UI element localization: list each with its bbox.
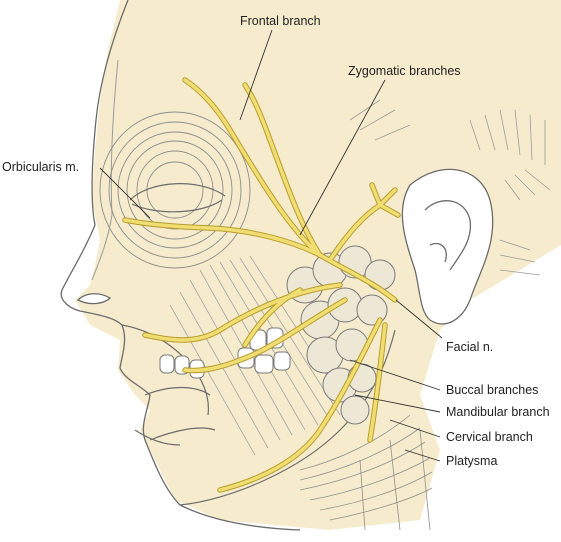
leader-buccal-branches	[349, 359, 441, 391]
label-cervical-branch: Cervical branch	[446, 430, 533, 444]
label-zygomatic-branches: Zygomatic branches	[348, 64, 461, 78]
nostril	[76, 293, 112, 305]
scalp-lines	[349, 99, 551, 276]
label-facial-n: Facial n.	[446, 340, 494, 354]
leader-mandibular-branch	[354, 394, 441, 413]
orbicularis-oculi-muscle	[99, 111, 251, 269]
label-platysma: Platysma	[446, 454, 498, 468]
label-buccal-branches: Buccal branches	[446, 383, 539, 397]
face-profile-outline	[60, 0, 301, 531]
platysma-fibers	[299, 414, 433, 531]
label-mandibular-branch: Mandibular branch	[446, 405, 550, 419]
leader-orbicularis	[99, 167, 151, 219]
leader-zygomatic-branches	[299, 79, 386, 236]
leader-platysma	[404, 449, 441, 462]
leader-cervical-branch	[389, 419, 441, 438]
facial-nerve-branches	[122, 77, 401, 493]
label-orbicularis: Orbicularis m.	[2, 160, 80, 174]
forehead-inner-outline	[91, 59, 119, 281]
label-frontal-branch: Frontal branch	[240, 14, 321, 28]
leader-facial-n	[395, 299, 443, 339]
ear	[401, 168, 494, 325]
leader-lines	[99, 29, 443, 462]
leader-frontal-branch	[239, 29, 273, 121]
